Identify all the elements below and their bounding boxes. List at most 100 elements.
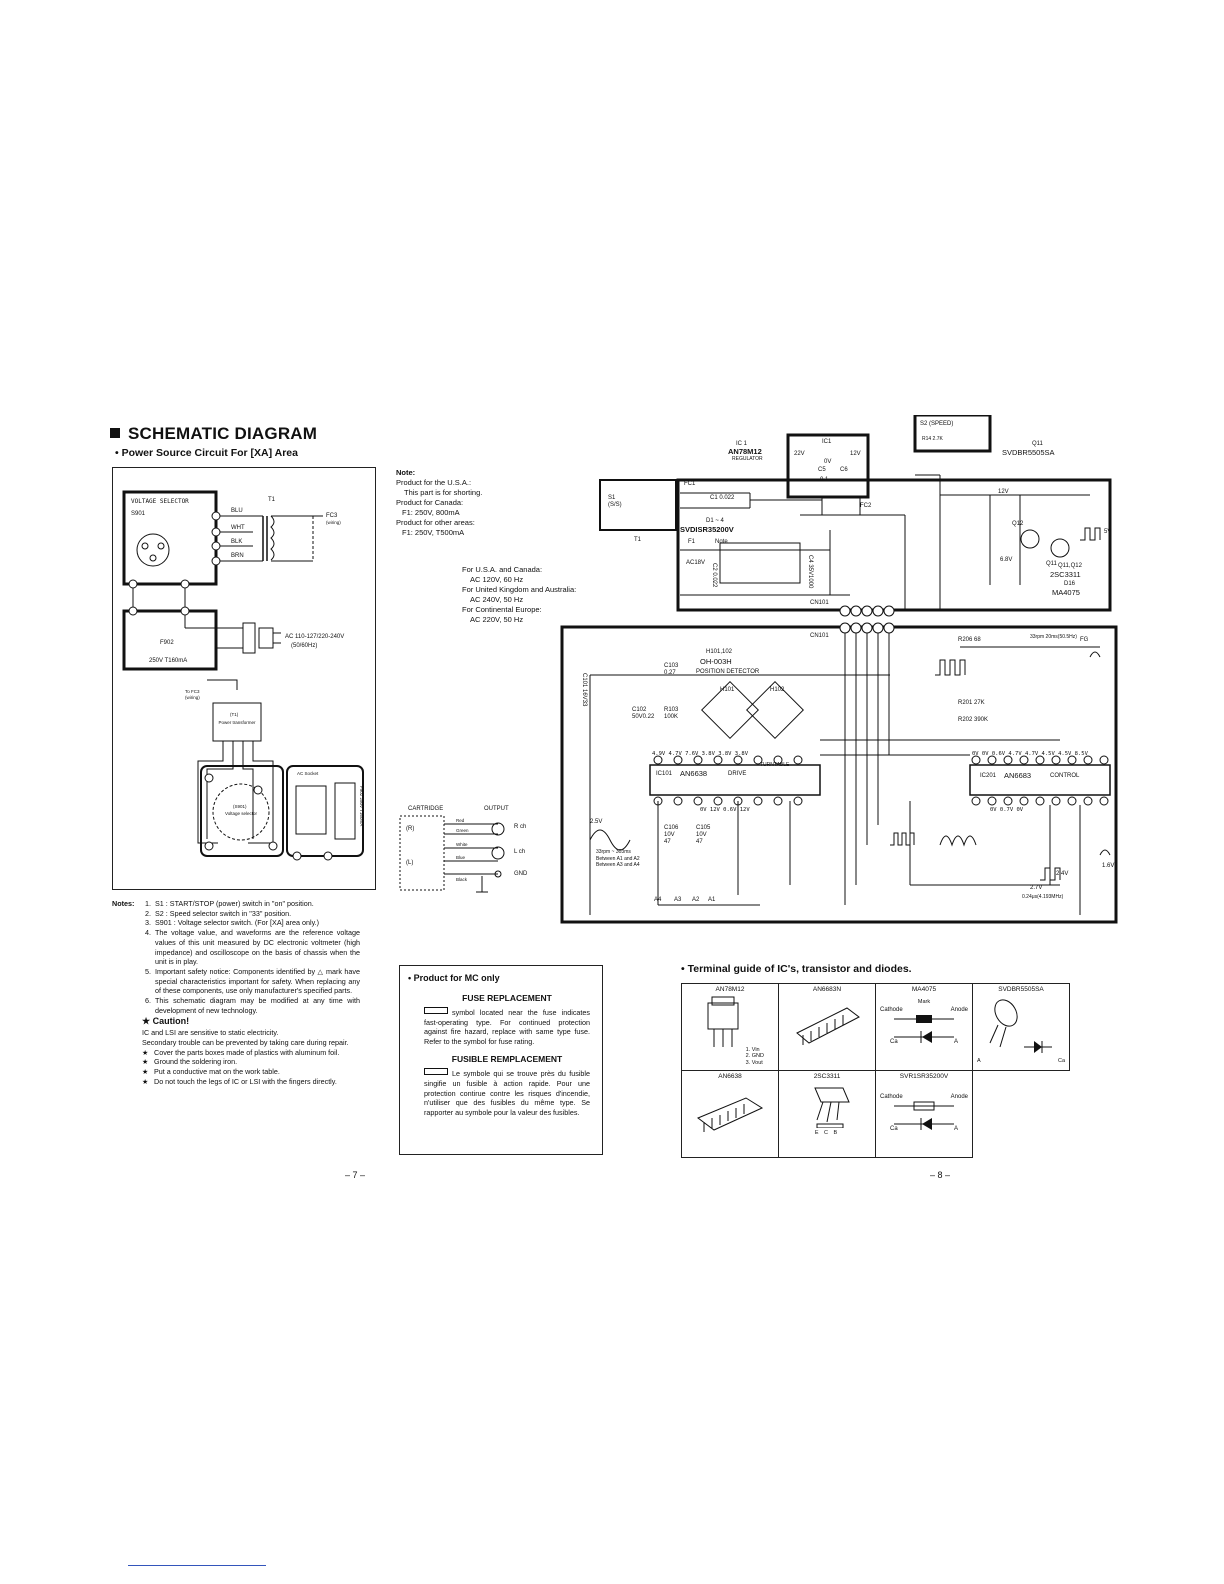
v27-label: 2.7V [1030, 885, 1043, 891]
v68-label: 6.8V [1000, 557, 1013, 563]
wire-blue: Blue [456, 855, 466, 860]
regulator-label: REGULATOR [732, 456, 763, 462]
c6-label: C6 [840, 467, 848, 473]
ca-label: Ca [890, 1126, 898, 1132]
caution-item: ★Ground the soldering iron. [142, 1057, 238, 1067]
a4-label: A4 [654, 897, 662, 903]
wire-brn: BRN [231, 553, 244, 559]
cartridge-title: CARTRIDGE [408, 806, 444, 812]
d16-label: D16 [1064, 581, 1076, 587]
s1-label: S1 (S/S) [608, 495, 622, 508]
fuse-replacement-text: symbol located near the fuse indicates f… [424, 1007, 590, 1046]
drive-label: DRIVE [728, 771, 747, 777]
dip-package-icon [697, 1097, 764, 1132]
c2-label: C2 0.022 [710, 563, 717, 588]
note-line: Product for Canada: [396, 498, 464, 507]
fc3-label: FC3 [326, 513, 338, 519]
page-number-right: – 8 – [930, 1170, 951, 1180]
rch-label: R ch [514, 824, 527, 830]
control-label: CONTROL [1050, 773, 1080, 779]
wire-black: Black [456, 877, 468, 882]
terminal-cell-an6683n: AN6683N [778, 983, 876, 1071]
caution-title: ★ Caution! [142, 1016, 190, 1027]
ctrl-pins-top-label: 0V 0V 0.6V 4.7V 4.7V 4.5V 4.5V 8.5V [972, 751, 1088, 757]
note-line: Product for the U.S.A.: [396, 478, 472, 487]
power-source-schematic [122, 490, 364, 861]
rpm33-label: 33rpm ~ 303ms [596, 849, 631, 855]
terminal-cell-label: SVDBR5505SA [998, 986, 1044, 993]
oh003h-label: OH-003H [700, 657, 732, 666]
r201-label: R201 27K [958, 700, 985, 706]
fusible-replacement-text: Le symbole qui se trouve près du fusible… [424, 1068, 590, 1117]
ecb-label: E C B [814, 1130, 840, 1136]
star-icon: ★ [142, 1047, 149, 1057]
note-number: 2. [145, 908, 151, 918]
ic1-part-label: AN78M12 [728, 447, 762, 456]
v24-label: 2.4V [1056, 871, 1069, 877]
r103-label: R103 100K [664, 707, 679, 720]
c105-label: C105 10V 47 [696, 825, 711, 845]
caution-item: ★Put a conductive mat on the work table. [142, 1066, 280, 1076]
cn101-top-label: CN101 [810, 600, 829, 606]
fuse-symbol-icon [424, 1007, 448, 1014]
q11-top-label: Q11 [1032, 441, 1043, 447]
ac-list-item: AC 240V, 50 Hz [470, 595, 524, 604]
star-icon: ★ [142, 1076, 149, 1086]
caution-line: IC and LSI are sensitive to static elect… [142, 1028, 279, 1038]
c102-label: C102 50V0.22 [632, 707, 655, 720]
to-fc3-sub-label: (wiring) [185, 695, 200, 700]
cartridge-r: (R) [406, 826, 415, 832]
v5-label: 5V [1104, 529, 1112, 535]
terminal-cell-label: AN78M12 [715, 986, 745, 993]
c01-label: 0.1 [820, 477, 829, 483]
wire-red: Red [456, 818, 465, 823]
section-subtitle: • Power Source Circuit For [XA] Area [115, 447, 298, 459]
2sc3311-label: 2SC3311 [1050, 570, 1081, 579]
fc1-label: FC1 [684, 481, 696, 487]
between1-label: Between A1 and A2 [596, 856, 640, 862]
note-text: S1 : START/STOP (power) switch in "on" p… [155, 899, 314, 908]
terminal-cell-empty [973, 1071, 1070, 1158]
s901-label: S901 [131, 511, 146, 517]
wire-white: White [456, 842, 468, 847]
h101-label: H101,102 [706, 649, 733, 655]
led-package-icon [989, 999, 1052, 1053]
diode-symbol-icon [894, 1015, 954, 1043]
drive-pins-top-label: 4.9V 4.7V 7.6V 3.8V 3.8V 3.8V [652, 751, 749, 757]
rpm-wave-label: 33rpm 20ms(50.5Hz) [1030, 634, 1077, 640]
a3-label: A3 [674, 897, 682, 903]
note-item: Notes:1.S1 : START/STOP (power) switch i… [112, 899, 360, 909]
cartridge-wiring [399, 815, 505, 893]
terminal-cell-2sc3311: 2SC3311 E C B [778, 1070, 876, 1158]
cartridge-l: (L) [406, 860, 414, 866]
note-number: 4. [145, 928, 151, 938]
led-a-label: A [977, 1058, 981, 1064]
note-text: S2 : Speed selector switch in "33" posit… [155, 908, 292, 918]
terminal-cell-label: 2SC3311 [813, 1073, 841, 1080]
t1-label: T1 [268, 497, 276, 503]
star-icon: ★ [142, 1057, 149, 1067]
note-item: 6.This schematic diagram may be modified… [112, 996, 360, 1015]
turntable-label: TURNTABLE [760, 762, 790, 768]
v12-label: 12V [850, 451, 861, 457]
mark-label: Mark [917, 999, 931, 1005]
r202-label: R202 390K [958, 717, 989, 723]
to-fc3-label: To FC3 [185, 689, 200, 694]
anode-label: Anode [950, 1007, 968, 1013]
cathode-label: Cathode [880, 1094, 903, 1100]
gnd-label: GND [514, 871, 528, 877]
drive-pins-bottom-label: 0V 12V 0.6V 12V [700, 807, 750, 813]
r14-label: R14 2.7K [922, 436, 943, 442]
ac-list-item: AC 120V, 60 Hz [470, 575, 524, 584]
dip-package-icon [796, 1007, 860, 1045]
fuse-rating-label: 250V T160mA [149, 658, 188, 664]
terminal-cell-an78m12: AN78M12 1. Vin 2. GND 3. Vout [681, 983, 779, 1071]
power-transformer-label: Power transformer [218, 720, 256, 725]
ca-label: Ca [890, 1039, 898, 1045]
v22-label: 22V [794, 451, 805, 457]
note-number: 6. [145, 996, 151, 1006]
note-line: F1: 250V, 800mA [402, 508, 460, 517]
h102-sensor-label: H102 [770, 687, 785, 693]
c1-label: C1 0.022 [710, 495, 735, 501]
